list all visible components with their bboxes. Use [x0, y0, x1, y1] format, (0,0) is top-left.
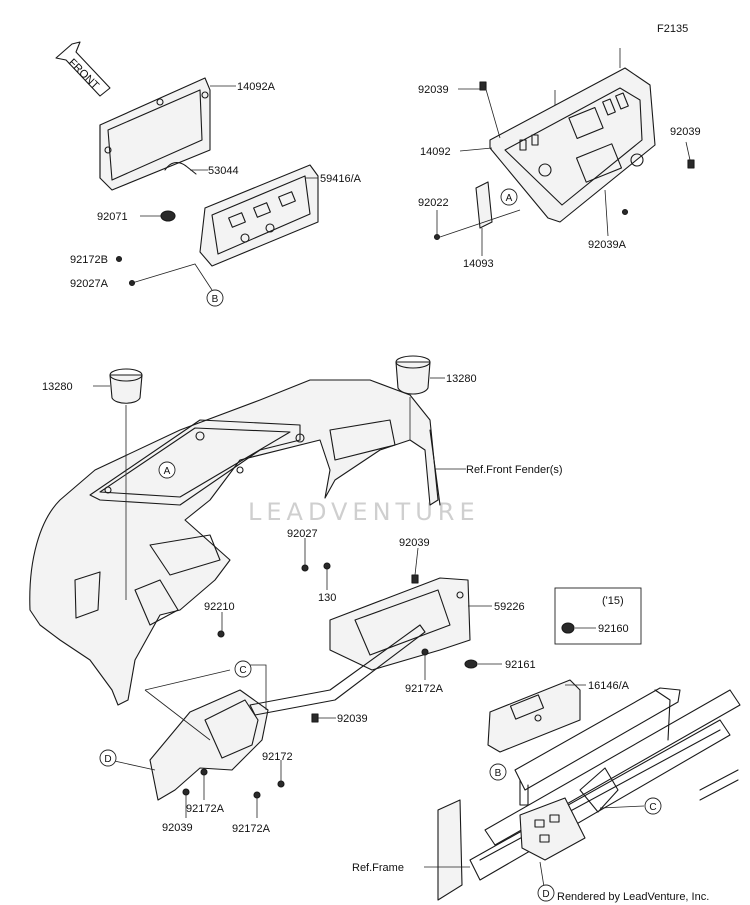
label-92039-bottom: 92039: [162, 822, 193, 834]
label-59416A: 59416/A: [320, 173, 362, 185]
label-92210: 92210: [204, 601, 235, 613]
label-59226: 59226: [494, 601, 525, 613]
front-direction-arrow: FRONT: [55, 41, 111, 97]
label-ref-frame: Ref.Frame: [352, 862, 404, 874]
callout-a-top-label: A: [506, 193, 513, 204]
callout-b-frame: [489, 763, 507, 781]
figure-id: F2135: [657, 23, 688, 35]
callout-c-center: [234, 660, 252, 678]
lid-16146A: [487, 679, 581, 753]
label-92027A: 92027A: [70, 278, 109, 290]
label-92039-low: 92039: [337, 713, 368, 725]
label-92039-right: 92039: [670, 126, 701, 138]
callout-a-top: [500, 188, 518, 206]
glove-box-59226: [329, 577, 471, 671]
label-13280-right: 13280: [446, 373, 477, 385]
callout-a-dash: [158, 461, 176, 479]
year-variant-box: ('15) 92160: [554, 587, 642, 645]
label-92022: 92022: [418, 197, 449, 209]
callout-c-center-label: C: [239, 665, 246, 676]
callout-c-frame-label: C: [649, 802, 656, 813]
grommet-92071: [160, 210, 176, 222]
label-92039-top: 92039: [418, 84, 449, 96]
label-plate-14093: [475, 181, 493, 229]
mount-bracket: [149, 624, 426, 801]
label-ref-front-fender: Ref.Front Fender(s): [466, 464, 563, 476]
label-92172A-mid: 92172A: [405, 683, 444, 695]
callout-a-dash-label: A: [164, 466, 171, 477]
callout-d-frame: [537, 884, 555, 902]
vehicle-frame: [437, 687, 741, 901]
front-label: FRONT: [66, 57, 101, 92]
meter-assembly-59416A: [199, 164, 319, 267]
label-92172: 92172: [262, 751, 293, 763]
label-13280-left: 13280: [42, 381, 73, 393]
label-92039A: 92039A: [588, 239, 627, 251]
credit-text: Rendered by LeadVenture, Inc.: [557, 891, 709, 903]
screw-92039-right: [687, 159, 695, 169]
label-14092A: 14092A: [237, 81, 276, 93]
watermark-text: LEADVENTURE: [248, 498, 480, 526]
label-92039-mid: 92039: [399, 537, 430, 549]
fasteners-center: [182, 562, 478, 799]
callout-b-frame-label: B: [495, 768, 502, 779]
label-16146A: 16146/A: [588, 680, 630, 692]
callout-c-frame: [644, 797, 662, 815]
meter-frame-14092A: [99, 77, 211, 191]
dashboard-panel: [29, 379, 441, 706]
meter-panel-14092: [489, 67, 656, 223]
callout-b-top-label: B: [212, 294, 219, 305]
callout-d-left-label: D: [104, 754, 111, 765]
year-variant-label: ('15): [602, 595, 624, 607]
callout-b-top: [206, 289, 224, 307]
label-92172A-low1: 92172A: [186, 803, 225, 815]
clip-92022: [433, 233, 441, 241]
label-92071: 92071: [97, 211, 128, 223]
label-92172B: 92172B: [70, 254, 108, 266]
screw-92039A: [621, 208, 629, 216]
hose-53044: [164, 161, 197, 175]
cup-holder-13280-left: [109, 368, 143, 404]
label-130: 130: [318, 592, 336, 604]
callout-d-frame-label: D: [542, 889, 549, 900]
label-14092: 14092: [420, 146, 451, 158]
callout-d-left: [99, 749, 117, 767]
label-53044: 53044: [208, 165, 239, 177]
label-92160: 92160: [598, 623, 629, 635]
cup-holder-13280-right: [395, 355, 431, 395]
label-92027: 92027: [287, 528, 318, 540]
label-92172A-low2: 92172A: [232, 823, 271, 835]
label-92161: 92161: [505, 659, 536, 671]
label-14093: 14093: [463, 258, 494, 270]
